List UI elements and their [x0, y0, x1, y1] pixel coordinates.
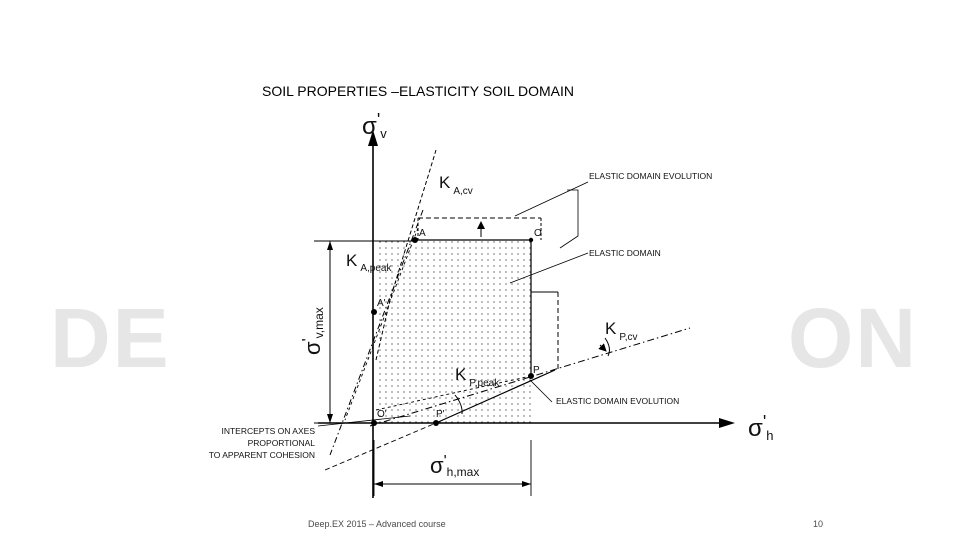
page-number: 10	[813, 519, 824, 529]
annotation-intercepts-2: PROPORTIONAL	[248, 438, 316, 448]
sv-max-label: σ'v,max	[300, 307, 326, 355]
point-o-marker	[528, 237, 534, 243]
horizontal-axis-arrow	[719, 418, 735, 428]
footer-course: Deep.EX 2015 – Advanced course	[308, 519, 446, 529]
k-apeak-line	[329, 209, 424, 456]
point-a-marker	[412, 237, 418, 243]
annotation-domain: ELASTIC DOMAIN	[589, 248, 661, 258]
point-p-marker	[528, 373, 534, 379]
leader-intercepts	[317, 415, 411, 427]
k-apeak-line-2	[344, 227, 419, 421]
vertical-axis-arrow	[368, 130, 378, 146]
point-o-prime-marker	[371, 420, 377, 426]
point-o-label: O	[534, 228, 542, 239]
leader-evolution-top	[514, 181, 589, 217]
leader-evolution-bracket	[559, 189, 579, 249]
sh-max-arrow-left	[374, 481, 383, 487]
k-ppeak-line	[435, 369, 556, 424]
k-acv-line	[375, 149, 437, 361]
leader-domain	[509, 252, 589, 284]
point-a-prime-marker	[371, 309, 377, 315]
watermark-right: ON	[788, 291, 918, 385]
axis-v-label: σ'v	[362, 110, 387, 141]
k-pcv-line	[369, 327, 691, 427]
point-p-prime-label: P'	[436, 409, 445, 420]
leader-evolution-bottom	[529, 379, 553, 403]
point-p-label: P	[533, 365, 540, 376]
k-pcv-angle-arc	[604, 337, 610, 357]
sv-max-arrow-bottom	[327, 414, 333, 423]
watermark-left: DE	[50, 291, 171, 385]
k-pcv-arrow	[598, 343, 607, 352]
annotation-intercepts-3: TO APPARENT COHESION	[209, 450, 315, 460]
intercept-lower-dashed	[324, 422, 437, 471]
sv-max-arrow-top	[327, 241, 333, 250]
point-p-prime-marker	[433, 420, 439, 426]
annotation-intercepts-1: INTERCEPTS ON AXES	[221, 426, 315, 436]
sh-max-label: σ'h,max	[430, 453, 479, 479]
slide-title: SOIL PROPERTIES –ELASTICITY SOIL DOMAIN	[262, 83, 574, 99]
point-a-label: A	[419, 228, 426, 239]
point-o-prime-label: O'	[377, 409, 387, 420]
k-ppeak-dashed	[375, 375, 532, 411]
annotation-evolution-top: ELASTIC DOMAIN EVOLUTION	[589, 171, 712, 181]
axis-h-label: σ'h	[748, 412, 773, 443]
k-ppeak-angle-arc	[454, 394, 463, 415]
sh-max-arrow-right	[522, 481, 531, 487]
annotation-evolution-bottom: ELASTIC DOMAIN EVOLUTION	[556, 396, 679, 406]
point-a-prime-label: A'	[377, 298, 386, 309]
